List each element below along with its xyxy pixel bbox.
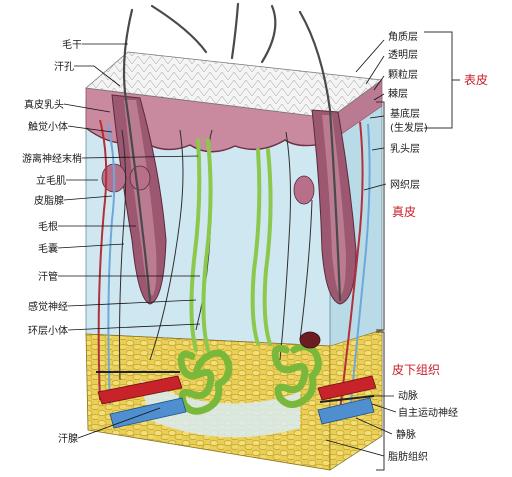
label-stratum-basale: 基底层 bbox=[390, 107, 420, 120]
leaders-left bbox=[57, 43, 201, 439]
region-label-dermis: 真皮 bbox=[392, 205, 416, 219]
bottom-vessels-right bbox=[317, 375, 377, 425]
label-lamellar-corpuscle: 环层小体 bbox=[28, 325, 68, 337]
hair-shafts bbox=[150, 2, 277, 64]
side-fat bbox=[329, 329, 383, 471]
label-sensory-nerve: 感觉神经 bbox=[28, 300, 68, 313]
hair-follicle-left bbox=[101, 8, 167, 305]
label-artery: 动脉 bbox=[398, 389, 418, 402]
hypodermis-connective bbox=[140, 380, 300, 438]
leaders-right bbox=[325, 39, 397, 457]
label-papillary-layer: 乳头层 bbox=[390, 142, 420, 155]
label-hair-follicle: 毛囊 bbox=[38, 242, 58, 255]
label-stratum-lucidum: 透明层 bbox=[388, 49, 418, 61]
label-adipose-tissue: 脂肪组织 bbox=[388, 450, 428, 463]
label-sebaceous-gland: 皮脂腺 bbox=[34, 194, 64, 207]
region-label-hypodermis: 皮下组织 bbox=[392, 363, 440, 377]
label-dermal-papilla: 真皮乳头 bbox=[24, 98, 64, 111]
label-vein: 静脉 bbox=[396, 428, 416, 441]
lamellar-corpuscle-shape bbox=[299, 331, 321, 349]
label-hair-shaft: 毛干 bbox=[62, 39, 82, 51]
label-reticular-layer: 网织层 bbox=[390, 179, 420, 191]
label-stratum-corneum: 角质层 bbox=[388, 31, 418, 43]
label-sweat-gland: 汗腺 bbox=[58, 432, 78, 445]
labels-right: 角质层 透明层 颗粒层 棘层 基底层 (生发层) 乳头层 网织层 动脉 自主运动… bbox=[388, 31, 458, 463]
label-stratum-granulosum: 颗粒层 bbox=[388, 68, 418, 81]
label-germinative-layer: (生发层) bbox=[390, 121, 428, 134]
sweat-gland-right bbox=[250, 148, 322, 408]
region-labels: 表皮 真皮 皮下组织 bbox=[392, 73, 488, 377]
region-label-epidermis: 表皮 bbox=[464, 73, 488, 87]
labels-left: 毛干 汗孔 真皮乳头 触觉小体 游离神经末梢 立毛肌 皮脂腺 毛根 毛囊 汗管 … bbox=[22, 39, 82, 445]
label-sweat-pore: 汗孔 bbox=[54, 60, 74, 73]
label-tactile-corpuscle: 触觉小体 bbox=[28, 120, 68, 133]
skin-surface bbox=[85, 51, 384, 119]
region-brackets bbox=[376, 31, 460, 471]
label-arrector-pili: 立毛肌 bbox=[36, 174, 66, 187]
label-free-nerve-endings: 游离神经末梢 bbox=[22, 152, 82, 165]
label-sweat-duct: 汗管 bbox=[38, 270, 58, 283]
bottom-vessels-left bbox=[96, 371, 187, 429]
label-hair-root: 毛根 bbox=[38, 220, 58, 233]
label-stratum-spinosum: 棘层 bbox=[388, 88, 408, 100]
hair-follicle-right bbox=[293, 10, 357, 305]
label-motor-nerve: 自主运动神经 bbox=[398, 406, 458, 419]
